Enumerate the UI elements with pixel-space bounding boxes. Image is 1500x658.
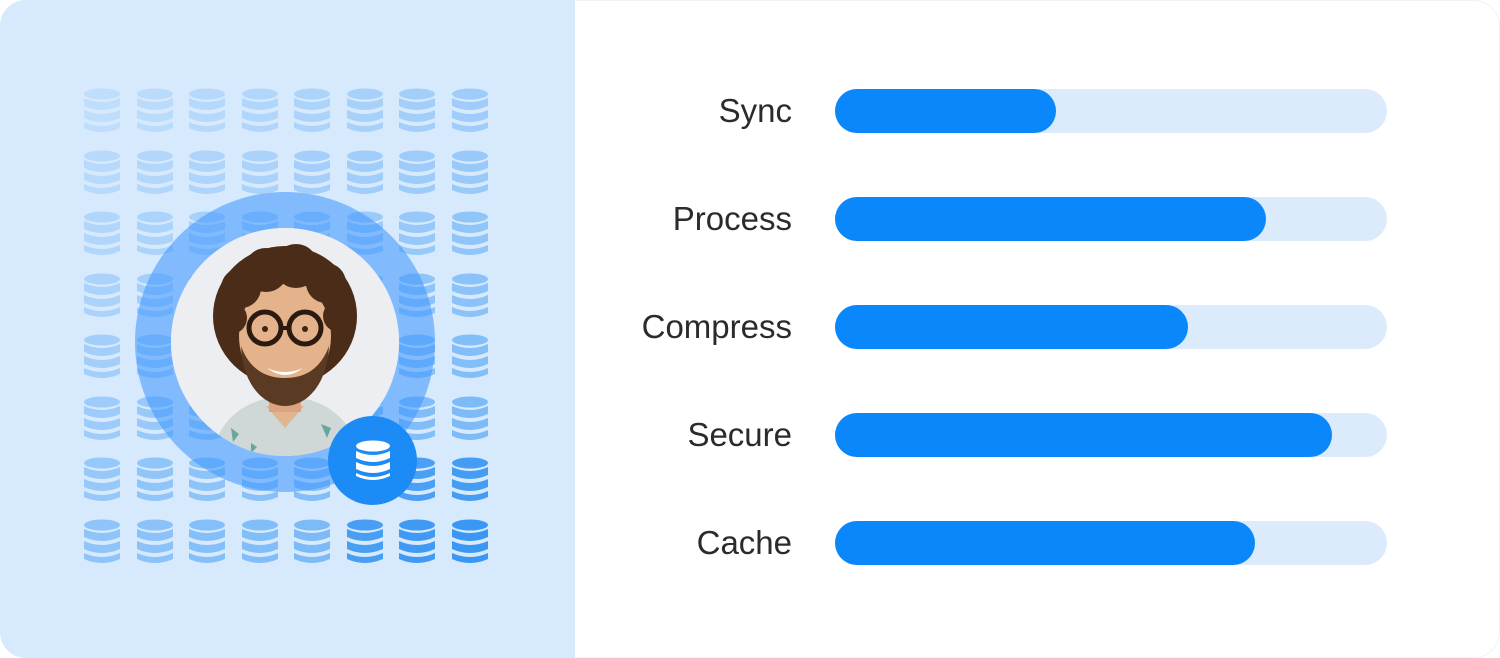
database-pattern-icon xyxy=(83,396,121,442)
database-pattern-icon xyxy=(451,396,489,442)
progress-fill xyxy=(835,521,1255,565)
database-pattern-icon xyxy=(398,150,436,196)
database-pattern-icon xyxy=(83,273,121,319)
progress-track xyxy=(835,413,1387,457)
progress-track xyxy=(835,305,1387,349)
database-pattern-icon xyxy=(451,519,489,565)
database-pattern-icon xyxy=(241,88,279,134)
progress-track xyxy=(835,89,1387,133)
database-badge xyxy=(328,416,417,505)
database-pattern-icon xyxy=(241,519,279,565)
database-pattern-icon xyxy=(451,273,489,319)
metric-row-cache: Cache xyxy=(590,520,1390,566)
database-pattern-icon xyxy=(136,88,174,134)
database-pattern-icon xyxy=(83,88,121,134)
database-pattern-icon xyxy=(451,88,489,134)
metric-label: Sync xyxy=(718,92,792,129)
database-pattern-icon xyxy=(451,457,489,503)
database-pattern-icon xyxy=(188,150,226,196)
database-pattern-icon xyxy=(398,211,436,257)
database-pattern-icon xyxy=(241,150,279,196)
database-pattern-icon xyxy=(346,88,384,134)
database-pattern-icon xyxy=(398,519,436,565)
progress-track xyxy=(835,521,1387,565)
database-pattern-icon xyxy=(293,88,331,134)
database-pattern-icon xyxy=(293,519,331,565)
database-pattern-icon xyxy=(136,519,174,565)
database-pattern-icon xyxy=(136,211,174,257)
database-pattern-icon xyxy=(83,457,121,503)
database-pattern-icon xyxy=(293,150,331,196)
metric-row-secure: Secure xyxy=(590,412,1390,458)
metric-row-process: Process xyxy=(590,196,1390,242)
database-pattern-icon xyxy=(136,150,174,196)
metric-label: Cache xyxy=(696,524,792,561)
metric-label: Compress xyxy=(641,308,792,345)
database-pattern-icon xyxy=(451,334,489,380)
progress-track xyxy=(835,197,1387,241)
database-icon xyxy=(355,440,390,480)
database-pattern-icon xyxy=(136,457,174,503)
database-pattern-icon xyxy=(83,211,121,257)
metric-label: Secure xyxy=(687,416,792,453)
illustration-panel xyxy=(0,0,575,658)
database-pattern-icon xyxy=(346,150,384,196)
progress-fill xyxy=(835,413,1332,457)
database-pattern-icon xyxy=(83,150,121,196)
database-pattern-icon xyxy=(83,334,121,380)
database-pattern-icon xyxy=(398,457,436,503)
database-pattern-icon xyxy=(451,150,489,196)
metric-label: Process xyxy=(672,200,792,237)
database-pattern-icon xyxy=(346,519,384,565)
metric-row-sync: Sync xyxy=(590,88,1390,134)
database-pattern-icon xyxy=(83,519,121,565)
metric-row-compress: Compress xyxy=(590,304,1390,350)
progress-fill xyxy=(835,305,1189,349)
database-pattern-icon xyxy=(188,88,226,134)
progress-fill xyxy=(835,89,1056,133)
database-pattern-icon xyxy=(398,88,436,134)
database-pattern-icon xyxy=(451,211,489,257)
progress-fill xyxy=(835,197,1266,241)
database-pattern-icon xyxy=(188,519,226,565)
